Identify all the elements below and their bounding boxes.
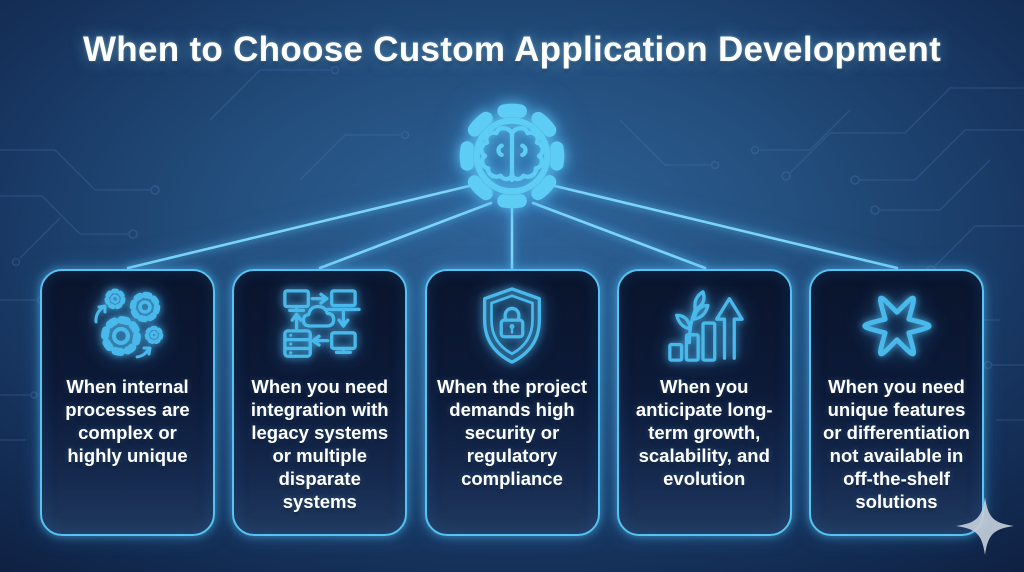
- brain-gear-icon: [459, 103, 565, 209]
- shield-lock-icon: [436, 286, 589, 366]
- reason-cards-row: When internal processes are complex or h…: [40, 269, 984, 536]
- sparkle-icon: [956, 497, 1014, 555]
- card-growth-scalability: When you anticipate long-term growth, sc…: [616, 269, 792, 536]
- unique-shape-icon: [820, 286, 973, 366]
- growth-chart-icon: [628, 286, 781, 366]
- systems-integration-icon: [243, 286, 396, 366]
- card-text: When internal processes are complex or h…: [65, 376, 190, 466]
- card-text: When you need integration with legacy sy…: [250, 376, 389, 512]
- card-text: When you need unique features or differe…: [823, 376, 970, 512]
- card-security-compliance: When the project demands high security o…: [424, 269, 600, 536]
- gears-icon: [51, 286, 204, 366]
- card-legacy-integration: When you need integration with legacy sy…: [232, 269, 408, 536]
- page-title: When to Choose Custom Application Develo…: [82, 30, 942, 69]
- card-unique-features: When you need unique features or differe…: [809, 269, 984, 536]
- card-text: When the project demands high security o…: [436, 376, 588, 489]
- card-text: When you anticipate long-term growth, sc…: [635, 376, 773, 489]
- card-complex-processes: When internal processes are complex or h…: [40, 269, 215, 536]
